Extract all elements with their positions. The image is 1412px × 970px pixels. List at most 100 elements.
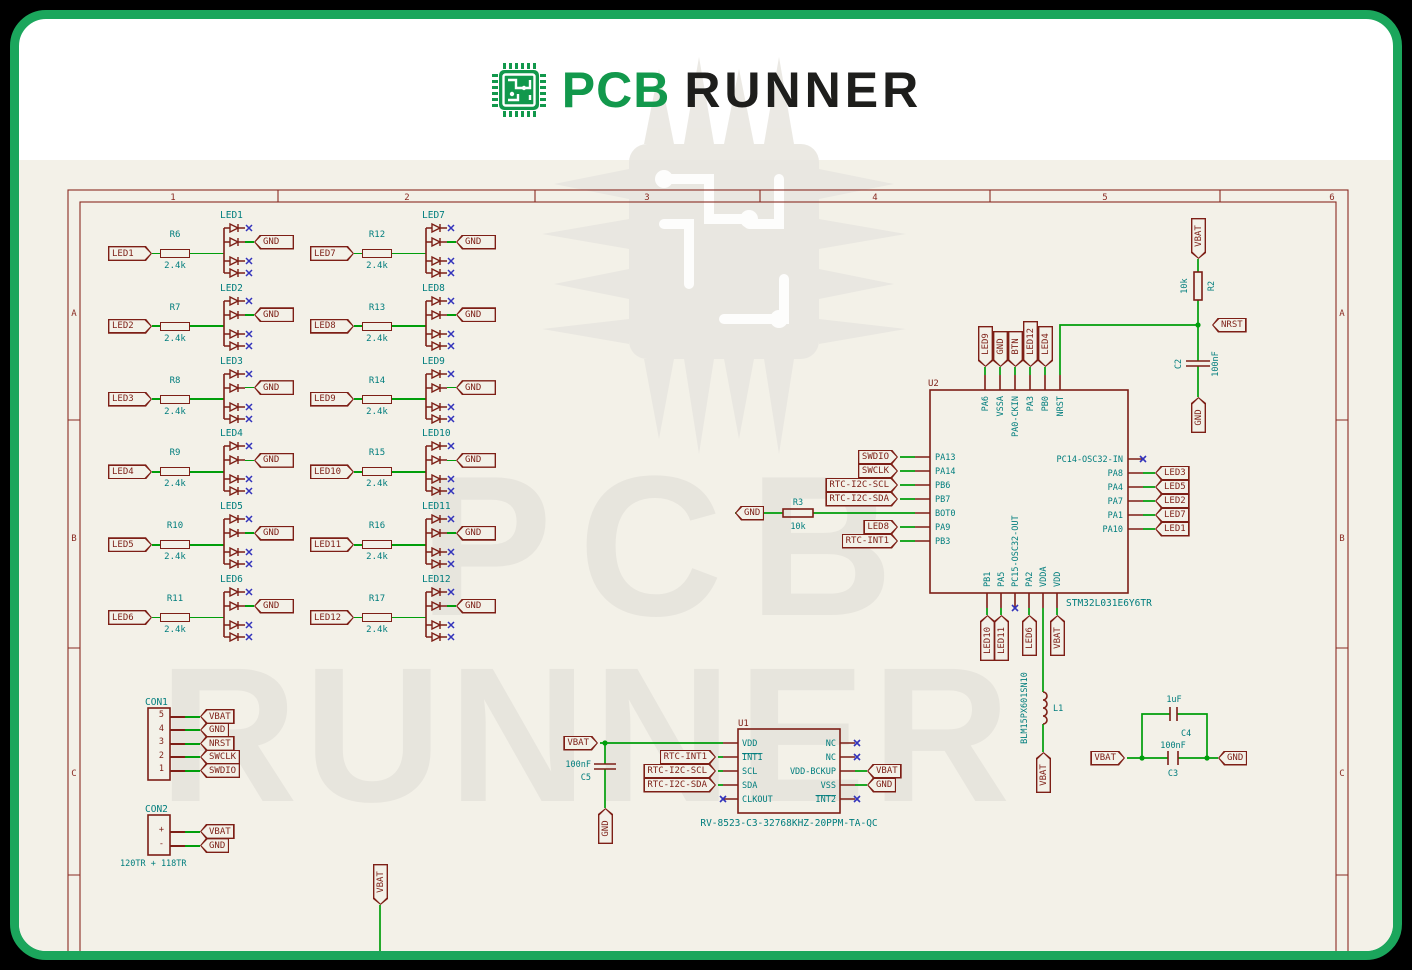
net-tag-led1: LED1: [1155, 521, 1190, 537]
wire: [152, 325, 160, 328]
u2-pin-pa7: PA7: [1108, 497, 1123, 507]
u1-pin-vdd: VDD: [742, 739, 757, 749]
resistor-ref: R9: [169, 448, 181, 459]
resistor-value: 2.4k: [164, 261, 186, 271]
net-tag-led5: LED5: [1155, 479, 1190, 495]
u2-pin-pa1: PA1: [1108, 511, 1123, 521]
gnd-tag: GND: [456, 380, 496, 396]
u1-pin-clkout: CLKOUT: [742, 795, 773, 805]
net-tag: VBAT: [200, 709, 235, 724]
resistor-value: 2.4k: [164, 406, 186, 417]
net-tag-swclk: SWCLK: [858, 464, 898, 479]
wire: [447, 313, 456, 316]
resistor: [160, 321, 190, 331]
led-row: LED5 LED5 R10 2.4k: [108, 501, 308, 574]
wire: [245, 605, 254, 607]
wire: [190, 543, 224, 546]
wire: [354, 471, 362, 473]
wire: [392, 398, 426, 400]
resistor: [160, 394, 190, 404]
resistor: [160, 540, 190, 550]
net-tag-gnd: GND: [1218, 750, 1248, 766]
schematic-drawing: 1 2 3 4 5 6 A B C A B C U2 STM32L031E6Y6…: [67, 189, 1349, 951]
con2-ref: CON2: [145, 804, 168, 815]
net-tag-vbat: VBAT: [1036, 752, 1051, 793]
net-tag-led11: LED11: [994, 615, 1009, 661]
u1-rtc-symbol: U1 RV-8523-C3-32768KHZ-20PPM-TA-QC VDD I…: [565, 719, 877, 829]
led-pack-symbol: [223, 586, 253, 642]
pin-number: 3: [158, 737, 164, 747]
resistor-value: 2.4k: [366, 625, 388, 635]
brand-runner-text: RUNNER: [684, 61, 923, 118]
wire: [392, 325, 426, 328]
r3-ref: R3: [793, 498, 803, 508]
led-row: LED7 LED7 R12 2.4k: [310, 210, 510, 283]
wire: [190, 398, 224, 400]
frame-col-4: 4: [872, 193, 877, 203]
net-tag: GND: [200, 838, 230, 853]
led-input-tag: LED12: [310, 610, 354, 625]
brand-pcb-text: PCB: [561, 61, 671, 118]
watermark-runner-text: RUNNER: [159, 627, 1017, 842]
wire: [185, 830, 200, 833]
net-tag-rtc-i2c-sda: RTC-I2C-SDA: [825, 492, 898, 507]
l1-ferrite: L1 BLM15PX601SN10: [1020, 672, 1063, 744]
con-pin-row: 5 VBAT: [148, 709, 278, 724]
led-row: LED11 LED11 R16 2.4k: [310, 501, 510, 574]
wire: [185, 729, 200, 732]
net-tag-vbat: VBAT: [373, 864, 388, 905]
c2-ref: C2: [1174, 359, 1184, 369]
gnd-tag: GND: [254, 452, 294, 468]
pin-stub: [170, 715, 185, 718]
net-tag-vbat: VBAT: [1050, 615, 1065, 656]
c4-ref: C4: [1181, 729, 1191, 739]
net-tag-btn: BTN: [1008, 331, 1023, 367]
led-input-tag: LED11: [310, 537, 354, 552]
pin-number: +: [158, 825, 164, 835]
frame-col-2: 2: [404, 193, 409, 203]
led-pack-symbol: [223, 295, 253, 351]
resistor-value: 2.4k: [366, 406, 388, 417]
resistor-value: 2.4k: [164, 479, 186, 490]
resistor-ref: R10: [166, 521, 184, 532]
wire: [152, 398, 160, 400]
pin-number: 5: [158, 710, 164, 720]
r2-ref: R2: [1207, 281, 1217, 291]
led-column-left: LED1 LED1 R6 2.4k: [108, 210, 308, 650]
u2-mcu-symbol: U2 STM32L031E6Y6TR PA6 VSSA PA0-CKIN PA3…: [900, 324, 1198, 752]
pin-stub: [170, 830, 185, 833]
con-pin-row: 4 GND: [148, 722, 278, 738]
u2-pin-vssa: VSSA: [996, 396, 1006, 416]
sheet-frame: 1 2 3 4 5 6 A B C A B C: [67, 189, 1349, 951]
net-tag-gnd: GND: [735, 505, 765, 521]
resistor-ref: R7: [169, 302, 181, 313]
resistor-ref: R13: [368, 302, 386, 313]
led-pack-symbol: [223, 514, 253, 570]
gnd-tag: GND: [456, 452, 496, 468]
con-pin-row: - GND: [148, 838, 278, 853]
led-pack-symbol: [223, 222, 253, 278]
c5-value: 100nF: [565, 760, 591, 770]
u2-pin-pa14: PA14: [935, 467, 955, 477]
wire: [354, 325, 362, 328]
u1-part: RV-8523-C3-32768KHZ-20PPM-TA-QC: [700, 818, 877, 829]
brand-chip-icon: [491, 62, 546, 117]
gnd-tag: GND: [254, 380, 294, 396]
gnd-tag: GND: [254, 307, 294, 323]
resistor-value: 2.4k: [366, 552, 388, 563]
wire: [152, 543, 160, 546]
net-tag-nrst: NRST: [1212, 317, 1247, 333]
pin-number: 2: [158, 750, 164, 761]
wire: [245, 532, 254, 535]
resistor: [362, 321, 392, 331]
gnd-tag: GND: [456, 234, 496, 250]
led-row: LED8 LED8 R13 2.4k: [310, 283, 510, 356]
u2-pin-pa5: PA5: [997, 572, 1007, 587]
wire: [447, 241, 456, 243]
pin-stub: [170, 729, 185, 732]
pcb-runner-card: PCB RUNNER PCB RUNNER: [10, 10, 1402, 960]
u1-pin-int1: INT1: [742, 753, 762, 763]
net-tag-vbat: VBAT: [563, 736, 598, 751]
led-block-label: LED4: [220, 428, 243, 440]
led-row: LED6 LED6 R11 2.4k: [108, 574, 308, 647]
